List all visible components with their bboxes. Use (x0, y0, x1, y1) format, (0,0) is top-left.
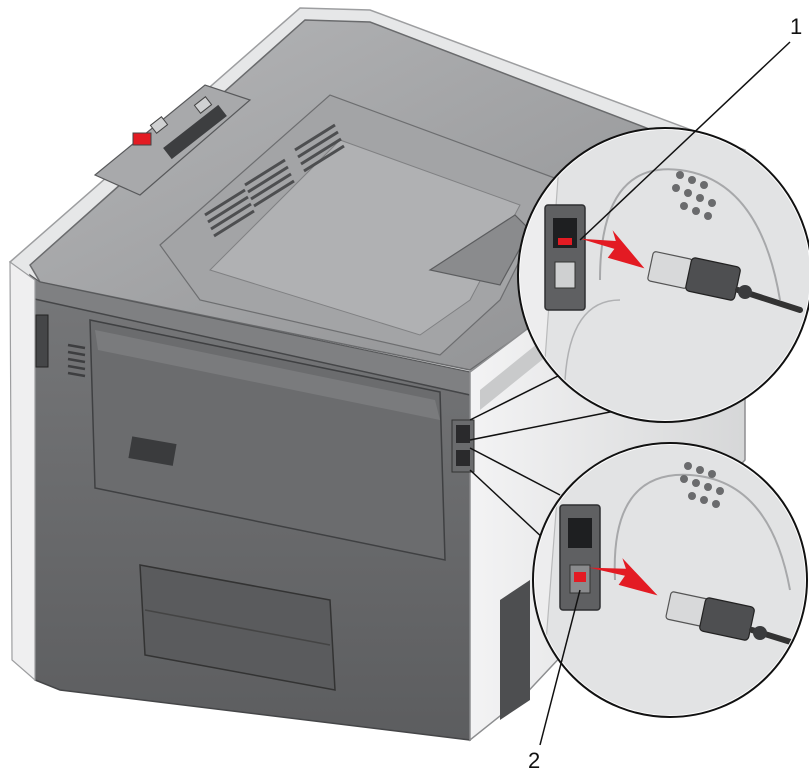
usb-port-icon (554, 261, 576, 289)
control-panel (93, 84, 252, 196)
rear-door (89, 319, 446, 561)
power-button (132, 132, 152, 146)
side-vents (67, 343, 86, 378)
arrow-icon-2 (588, 558, 658, 596)
callout-label-2: 2 (528, 748, 540, 773)
door-latch (128, 436, 177, 466)
callout-leaders (539, 41, 791, 746)
zoom-detail-usb (532, 442, 808, 718)
callout-label-1: 1 (790, 14, 802, 39)
top-vents (204, 123, 345, 238)
zoom-detail-ethernet (517, 127, 809, 423)
zoom-lines (469, 374, 621, 541)
usb-cable-icon (647, 251, 803, 313)
arrow-icon (580, 230, 645, 269)
